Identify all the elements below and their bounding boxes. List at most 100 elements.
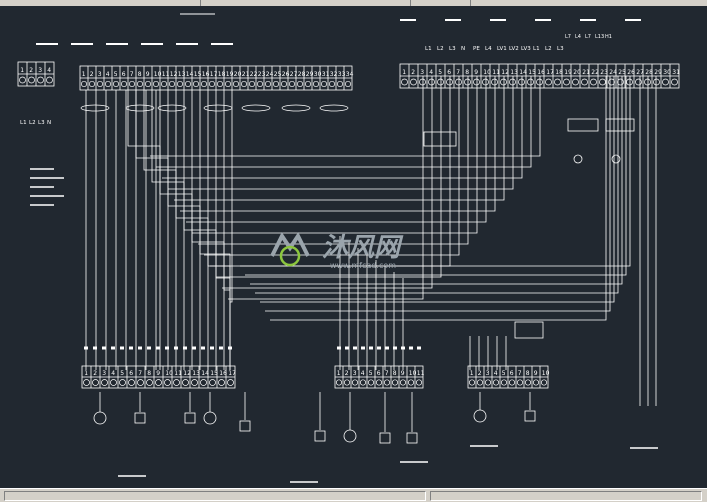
cable-bundle [281,104,311,112]
terminal-screw [288,80,296,88]
terminal-number: 2 [93,370,97,377]
terminal-screw [164,379,171,386]
terminal-number: 31 [672,69,680,76]
terminal-number: 5 [114,71,118,78]
terminal-screw [500,379,508,386]
terminal-number: 30 [314,71,322,78]
terminal-number: 19 [226,71,234,78]
terminal-number: 7 [138,370,142,377]
terminal-number: 11 [492,69,500,76]
watermark-url: www.mfcad.com [330,261,396,270]
terminal-screw [218,379,225,386]
terminal-number: 21 [582,69,590,76]
wire-run [223,90,231,370]
terminal-number: 28 [645,69,653,76]
terminal-number: 20 [234,71,242,78]
status-field [430,491,702,501]
terminal-screw [146,379,153,386]
status-bar [0,488,707,502]
wire-run [250,76,623,285]
terminal-number: 4 [47,67,51,74]
wire-run [229,90,233,370]
terminal-screw [484,379,492,386]
terminal-number: 23 [600,69,608,76]
device-symbol [379,432,391,444]
cable-bundle [80,104,110,112]
terminal-number: 13 [178,71,186,78]
terminal-number: 9 [146,71,150,78]
wire-label: PE [473,46,480,52]
terminal-number: 5 [438,69,442,76]
terminal-screw [563,78,570,86]
terminal-number: 24 [266,71,274,78]
cable-bundle [157,104,187,112]
terminal-number: 9 [474,69,478,76]
terminal-screw [232,80,240,88]
terminal-screw [516,379,524,386]
terminal-number: 17 [546,69,554,76]
terminal-number: 4 [429,69,433,76]
terminal-number: 4 [494,370,498,377]
mf-logo-icon [270,232,310,267]
device-symbol [524,410,536,422]
terminal-screw [240,80,248,88]
wire-run [204,76,460,256]
terminal-number: 22 [591,69,599,76]
terminal-number: 21 [242,71,250,78]
cable-bundle [241,104,271,112]
wire-run [260,76,615,303]
wire-label: N [461,46,465,52]
terminal-screw [88,80,96,88]
terminal-screw [224,80,232,88]
terminal-number: 14 [201,370,209,377]
terminal-number: 1 [402,69,406,76]
terminal-screw [491,78,498,86]
wire-run [174,76,505,201]
relay-box [567,118,599,132]
terminal-screw [256,80,264,88]
terminal-number: 4 [106,71,110,78]
terminal-number: 2 [345,370,349,377]
wire-run [215,90,231,370]
terminal-screw [527,78,534,86]
terminal-number: 6 [447,69,451,76]
terminal-number: 8 [465,69,469,76]
terminal-number: 15 [528,69,536,76]
cable-bundle [125,104,155,112]
terminal-number: 7 [456,69,460,76]
wire-label: LV3 [521,46,531,52]
wire-run [228,76,424,300]
wire-label: L7 [565,34,571,40]
motor-symbol [343,429,357,443]
terminal-screw [101,379,108,386]
terminal-number: 16 [202,71,210,78]
motor-symbol [203,411,217,425]
wire-label: L1 [425,46,432,52]
wire-label: LV1 [497,46,507,52]
terminal-screw [419,78,426,86]
terminal-number: 2 [29,67,33,74]
cable-bundle [319,104,349,112]
terminal-screw [312,80,320,88]
terminal-number: 31 [322,71,330,78]
terminal-number: 10 [483,69,491,76]
terminal-number: 2 [411,69,415,76]
terminal-screw [351,379,359,386]
terminal-number: 34 [346,71,354,78]
terminal-number: 2 [90,71,94,78]
terminal-number: 11 [162,71,170,78]
wire-run [156,76,532,168]
wire-label: L1 [533,46,540,52]
terminal-screw [437,78,444,86]
terminal-screw [492,379,500,386]
terminal-number: 11 [417,370,425,377]
terminal-screw [401,78,408,86]
terminal-number: 27 [636,69,644,76]
terminal-screw [335,379,343,386]
terminal-number: 19 [564,69,572,76]
terminal-number: 10 [154,71,162,78]
terminal-number: 3 [38,67,42,74]
legend-label: L3 [38,120,45,126]
